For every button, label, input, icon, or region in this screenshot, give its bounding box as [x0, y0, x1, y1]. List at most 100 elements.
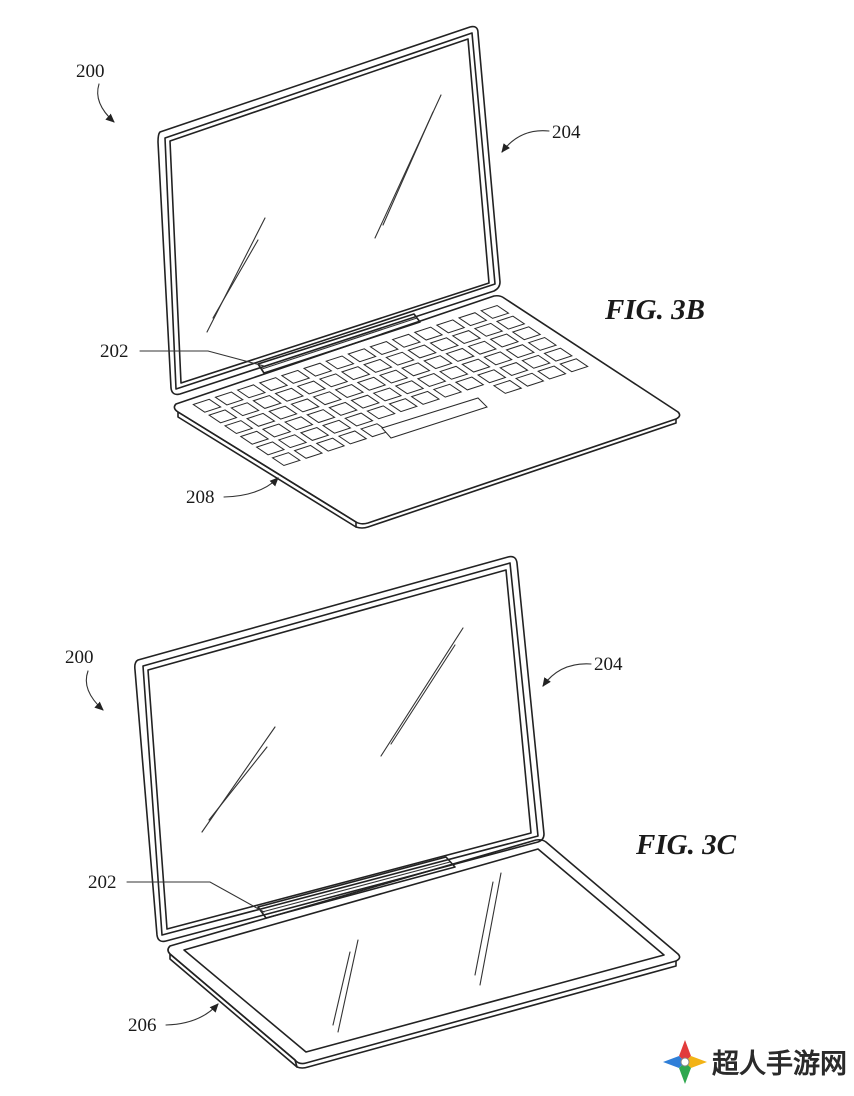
spacebar-3b	[381, 397, 488, 439]
keyboard-key	[252, 394, 282, 409]
keyboard-key	[340, 366, 371, 381]
keyboard-key	[299, 426, 330, 441]
base-3b	[173, 294, 681, 529]
keyboard-key	[347, 348, 377, 363]
keyboard-key	[489, 333, 520, 348]
keyboard-key	[261, 423, 292, 438]
hinge-3c	[257, 856, 456, 919]
keyboard-key	[537, 365, 567, 380]
keyboard-key	[511, 326, 542, 341]
keyboard-key	[328, 401, 358, 416]
display-lid-3c	[134, 555, 545, 943]
keyboard-key	[321, 419, 352, 434]
keyboard-key	[499, 362, 529, 377]
keyboard-key	[306, 409, 336, 424]
keyboard-key	[527, 336, 558, 351]
leader-200-3c	[85, 670, 104, 711]
keyboard-key	[435, 319, 466, 334]
display-lid-3b	[157, 25, 501, 396]
label-200-3c: 200	[65, 647, 94, 668]
label-204-3c: 204	[594, 654, 623, 675]
keyboard-key	[208, 409, 238, 424]
keyboard-key	[230, 402, 260, 417]
watermark-text: 超人手游网	[712, 1049, 847, 1080]
keyboard-key	[236, 384, 267, 399]
figure-3c	[134, 555, 681, 1069]
keyboard-key	[283, 416, 314, 431]
label-208-3b: 208	[186, 487, 215, 508]
keyboard-key	[356, 376, 387, 391]
keyboard-key	[543, 347, 573, 362]
keyboard-key	[372, 387, 403, 402]
keyboard-key	[483, 351, 513, 366]
leader-204-3c	[542, 663, 592, 687]
caption-fig-3c: FIG. 3C	[635, 829, 737, 861]
caption-fig-3b: FIG. 3B	[604, 294, 705, 326]
keyboard-key	[467, 340, 498, 355]
keyboard-key	[454, 376, 485, 391]
keyboard-key	[296, 380, 327, 395]
keyboard-key	[366, 405, 396, 420]
keyboard-key	[192, 398, 222, 413]
keyboard-key	[302, 362, 333, 377]
keyboard-key	[476, 369, 507, 384]
keyboard-key	[344, 412, 374, 427]
keyboard-key	[214, 391, 244, 406]
keyboard-key	[438, 365, 469, 380]
keyboard-key	[293, 444, 324, 459]
keyboard-key	[337, 430, 368, 445]
keyboard-key	[410, 390, 441, 405]
keyboard-key	[429, 337, 460, 352]
keyboard-key	[350, 394, 381, 409]
keyboard-key	[363, 358, 393, 373]
watermark: 超人手游网	[663, 1040, 847, 1084]
keyboard-key	[334, 384, 365, 398]
keyboard-key	[413, 326, 444, 341]
keyboard-key	[416, 373, 447, 387]
keyboard-key	[473, 322, 504, 337]
keyboard-key	[325, 355, 355, 370]
keyboard-key	[274, 387, 305, 402]
keyboard-key	[239, 430, 270, 445]
label-202-3c: 202	[88, 872, 117, 893]
keyboard-key	[457, 312, 488, 327]
keyboard-key	[559, 358, 589, 373]
keyboard-key	[445, 347, 475, 362]
keyboard-key	[432, 383, 463, 398]
label-204-3b: 204	[552, 122, 581, 143]
keyboard-key	[223, 420, 254, 435]
keyboard-key	[245, 412, 276, 427]
keyboard-key	[505, 344, 536, 359]
figure-3b	[157, 25, 681, 529]
keyboard-key	[268, 405, 298, 420]
keyboard-key	[378, 369, 409, 384]
leader-208-3b	[223, 477, 279, 498]
keyboard-key	[258, 377, 289, 392]
base-3c	[167, 838, 681, 1069]
keyboard-key	[461, 358, 491, 373]
label-206-3c: 206	[128, 1015, 157, 1036]
keyboard-key	[495, 315, 526, 330]
keyboard-key	[480, 304, 510, 319]
keyboard-key	[394, 380, 425, 395]
keyboard-key	[280, 369, 311, 384]
keyboard-key	[400, 362, 431, 377]
keyboard-key	[492, 379, 523, 394]
keyboard-key	[385, 351, 415, 366]
keyboard-key	[312, 391, 343, 406]
leader-200-3b	[97, 83, 115, 123]
keyboard-key	[451, 330, 482, 345]
four-color-diamond-logo-icon	[663, 1040, 707, 1084]
reference-labels: 200 204 202 208 FIG. 3B 200 204 202 206 …	[65, 61, 737, 1036]
keyboard-key	[388, 398, 418, 413]
leader-202-3b	[139, 350, 265, 367]
keyboard-key	[277, 434, 308, 449]
label-200-3b: 200	[76, 61, 105, 82]
keyboard-key	[318, 373, 349, 388]
keyboard-key	[521, 354, 551, 369]
leader-202-3c	[126, 881, 265, 913]
keyboard-key	[271, 452, 301, 467]
keyboard-key	[514, 372, 545, 387]
